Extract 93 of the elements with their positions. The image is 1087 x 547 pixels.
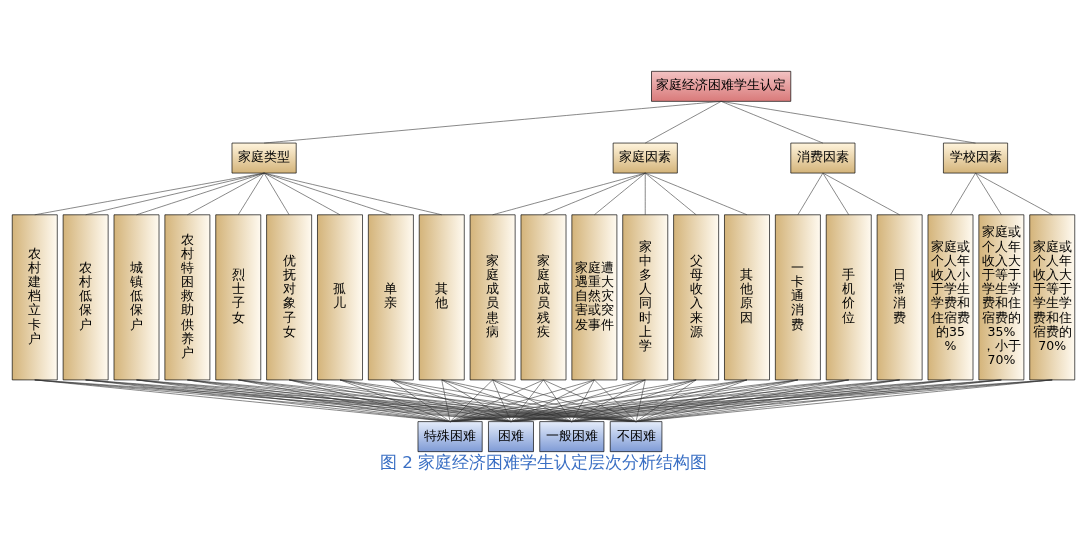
node-box: 单亲: [368, 213, 414, 380]
connector: [441, 379, 451, 422]
connector: [644, 172, 646, 215]
node-box: 其他原因: [724, 213, 770, 380]
connector: [644, 172, 748, 215]
node-box: 孤儿: [317, 213, 363, 380]
connector: [441, 379, 512, 422]
connector: [543, 379, 573, 422]
node-box: 家庭遭遇重大自然灾害或突发事件: [571, 213, 618, 380]
connector: [822, 172, 900, 215]
node-box: 家庭因素: [612, 142, 678, 173]
connector: [449, 379, 595, 422]
connector: [263, 172, 443, 215]
connector: [594, 172, 646, 215]
node-box: 一卡通消费: [775, 213, 821, 380]
connector: [510, 379, 748, 422]
node-box: 农村低保户: [62, 213, 109, 380]
connector: [510, 379, 646, 422]
node-box: 家庭成员患病: [469, 213, 516, 380]
node-box: 家庭类型: [231, 142, 297, 173]
connector: [510, 379, 697, 422]
connector: [263, 172, 290, 215]
connector: [543, 379, 637, 422]
connector: [644, 100, 722, 143]
connector: [390, 379, 512, 422]
node-box: 困难: [488, 420, 534, 452]
node-box: 农村建档立卡户: [11, 213, 58, 380]
connector: [510, 379, 544, 422]
connector: [449, 379, 544, 422]
connector: [975, 172, 1053, 215]
node-box: 特殊困难: [417, 420, 483, 452]
connector: [635, 379, 697, 422]
connector: [34, 172, 265, 215]
node-box: 一般困难: [539, 420, 605, 452]
connector: [635, 379, 850, 422]
connector: [950, 172, 976, 215]
connector: [492, 379, 573, 422]
node-box: 烈士子女: [215, 213, 262, 380]
node-box: 学校因素: [943, 142, 1008, 173]
connector: [975, 172, 1002, 215]
connector: [635, 379, 646, 422]
node-box: 家中多人同时上学: [622, 213, 669, 380]
connector: [510, 379, 595, 422]
node-box: 父母收入来源: [673, 213, 719, 380]
connector: [571, 379, 646, 422]
connector: [390, 379, 573, 422]
connector: [449, 379, 493, 422]
connector: [492, 379, 637, 422]
connector: [797, 172, 824, 215]
connector: [339, 379, 512, 422]
connector: [492, 172, 646, 215]
connector: [635, 379, 900, 422]
node-box: 不困难: [609, 420, 663, 452]
connector: [85, 172, 265, 215]
caption: 图 2 家庭经济困难学生认定层次分析结构图: [379, 452, 708, 472]
connector: [571, 379, 799, 422]
connector: [635, 379, 748, 422]
connector: [594, 379, 637, 422]
connector: [390, 379, 637, 422]
connector: [263, 172, 392, 215]
connector: [822, 172, 850, 215]
connector: [441, 379, 573, 422]
connector: [571, 379, 595, 422]
connector: [390, 379, 451, 422]
node-box: 农村特困救助供养户: [164, 213, 211, 380]
connector: [339, 379, 573, 422]
connector: [449, 379, 697, 422]
connector: [635, 379, 799, 422]
node-box: 家庭经济困难学生认定: [651, 70, 792, 102]
connector: [720, 100, 976, 143]
connector: [187, 172, 265, 215]
node-box: 手机价位: [825, 213, 872, 380]
node-box: 其他: [418, 213, 465, 380]
node-box: 家庭成员残疾: [520, 213, 567, 380]
connector: [644, 172, 697, 215]
connector: [263, 172, 341, 215]
node-box: 城镇低保户: [113, 213, 160, 380]
connector: [720, 100, 824, 143]
connector: [136, 172, 265, 215]
node-box: 家庭或个人年收入小于学生学费和住宿费的35%: [927, 213, 974, 380]
node-box: 家庭或个人年收入大于等于学生学费和住宿费的35%，小于70%: [978, 213, 1025, 380]
node-box: 家庭或个人年收入大于等于学生学费和住宿费的70%: [1029, 213, 1076, 380]
connector: [571, 379, 850, 422]
connector: [571, 379, 748, 422]
connector: [492, 379, 512, 422]
connector: [339, 379, 451, 422]
connector: [571, 379, 697, 422]
connector: [543, 172, 646, 215]
node-box: 日常消费: [876, 213, 923, 380]
connector: [263, 100, 722, 143]
connector: [237, 172, 265, 215]
node-box: 优抚对象子女: [266, 213, 312, 380]
node-box: 消费因素: [790, 142, 856, 173]
